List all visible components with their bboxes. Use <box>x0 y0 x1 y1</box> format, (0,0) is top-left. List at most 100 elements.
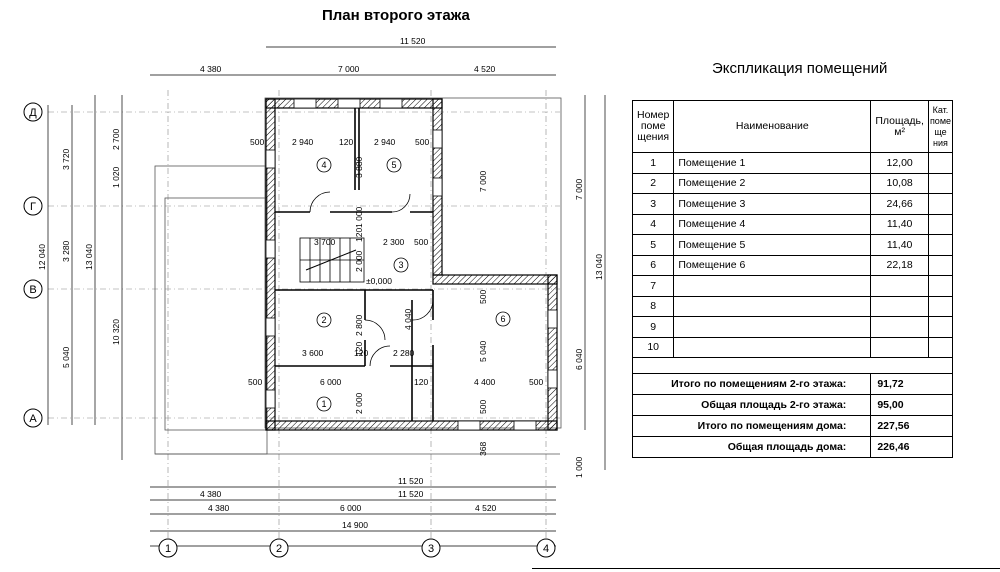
row-name <box>673 295 872 317</box>
dim-int: 500 <box>478 400 488 414</box>
row-name: Помещение 6 <box>673 254 872 276</box>
room-marker-4 <box>316 157 332 173</box>
row-area: 22,18 <box>870 254 929 276</box>
row-number: 4 <box>631 213 675 235</box>
total-value: 95,00 <box>870 394 953 416</box>
row-area <box>870 275 929 297</box>
total-label: Общая площадь 2-го этажа: <box>631 394 872 416</box>
dim-int: 500 <box>248 377 262 387</box>
row-name: Помещение 1 <box>673 152 872 174</box>
dim-int: 120 <box>354 342 364 356</box>
row-category <box>927 193 954 215</box>
room-number: 3 <box>398 260 403 270</box>
row-area <box>870 316 929 338</box>
row-name: Помещение 4 <box>673 213 872 235</box>
row-category <box>927 152 954 174</box>
axis-bubble-1 <box>158 538 178 558</box>
row-category <box>927 316 954 338</box>
row-number: 3 <box>631 193 675 215</box>
dim-right-1: 7 000 <box>574 178 584 200</box>
axis-lines <box>48 90 560 540</box>
header-category: Кат. поме ще ния <box>927 100 954 153</box>
dim-left-stair-2: 1 020 <box>111 166 121 188</box>
explication-table: Номер поме щения Наименование Площадь, м… <box>631 100 954 458</box>
dim-left-outer: 12 040 <box>37 244 47 270</box>
dim-int: 500 <box>414 237 428 247</box>
dim-int: 3 600 <box>302 348 324 358</box>
room-marker-3 <box>393 257 409 273</box>
axis-label: 2 <box>276 543 282 555</box>
bottom-rule <box>532 568 1000 569</box>
row-number: 9 <box>631 316 675 338</box>
dim-left-stair-3: 10 320 <box>111 319 121 345</box>
dim-int: 500 <box>415 137 429 147</box>
dim-int: 120 <box>339 137 353 147</box>
row-number: 5 <box>631 234 675 256</box>
header-name: Наименование <box>673 100 872 153</box>
dim-left-inner-3: 5 040 <box>61 346 71 368</box>
dim-int: 2 940 <box>374 137 396 147</box>
dim-left-inner-2: 3 280 <box>61 240 71 262</box>
row-number: 1 <box>631 152 675 174</box>
dim-bottom-3: 11 520 <box>398 489 424 499</box>
axis-label: 1 <box>165 543 171 555</box>
dim-left-stair-1: 2 700 <box>111 128 121 150</box>
room-number: 6 <box>500 314 505 324</box>
room-number: 4 <box>321 160 326 170</box>
dim-bottom-6: 4 520 <box>475 503 497 513</box>
row-name <box>673 336 872 358</box>
axis-bubble-v <box>23 279 43 299</box>
row-area: 12,00 <box>870 152 929 174</box>
dim-bottom-4: 4 380 <box>208 503 230 513</box>
dim-int: 120 <box>354 228 364 242</box>
plan-title: План второго этажа <box>322 7 470 24</box>
axis-bubble-2 <box>269 538 289 558</box>
room-number: 5 <box>391 160 396 170</box>
axis-bubble-3 <box>421 538 441 558</box>
row-category <box>927 234 954 256</box>
row-category <box>927 213 954 235</box>
axis-bubble-g <box>23 196 43 216</box>
total-label: Итого по помещениям 2-го этажа: <box>631 373 872 395</box>
room-number: 1 <box>321 399 326 409</box>
axis-bubble-a <box>23 408 43 428</box>
room-marker-2 <box>316 312 332 328</box>
axis-label: 4 <box>543 543 549 555</box>
floor-plan-drawing: 11 520 4 380 7 000 4 520 11 520 4 380 1 1… <box>23 36 606 558</box>
row-category <box>927 254 954 276</box>
spacer-cell <box>632 357 953 374</box>
explication-title: Экспликация помещений <box>712 60 888 77</box>
dim-int: 368 <box>478 442 488 456</box>
row-number: 8 <box>631 295 675 317</box>
dim-bottom-1: 11 520 <box>398 476 424 486</box>
dim-int: 3 700 <box>314 237 336 247</box>
row-name: Помещение 5 <box>673 234 872 256</box>
dim-left-total: 13 040 <box>84 244 94 270</box>
room-marker-5 <box>386 157 402 173</box>
dim-int: 3 880 <box>354 156 364 178</box>
row-number: 6 <box>631 254 675 276</box>
total-label: Общая площадь дома: <box>631 436 872 458</box>
total-row: Общая площадь дома:226,46 <box>631 436 953 458</box>
room-marker-6 <box>495 311 511 327</box>
axis-label: В <box>29 284 36 296</box>
dim-int: 120 <box>414 377 428 387</box>
partitions <box>275 108 434 421</box>
table-row: 8 <box>631 295 954 317</box>
dim-bottom-2: 4 380 <box>200 489 222 499</box>
row-name: Помещение 2 <box>673 172 872 194</box>
total-value: 91,72 <box>870 373 953 395</box>
dim-int: 500 <box>250 137 264 147</box>
windows <box>265 98 558 431</box>
dim-right-2: 13 040 <box>594 254 604 280</box>
dim-int: 4 400 <box>474 377 496 387</box>
dim-int: 2 280 <box>393 348 415 358</box>
dim-int: 2 940 <box>292 137 314 147</box>
dim-bottom-total: 14 900 <box>342 520 368 530</box>
axis-bubble-d <box>23 102 43 122</box>
row-category <box>927 295 954 317</box>
dim-int: 120 <box>354 348 368 358</box>
